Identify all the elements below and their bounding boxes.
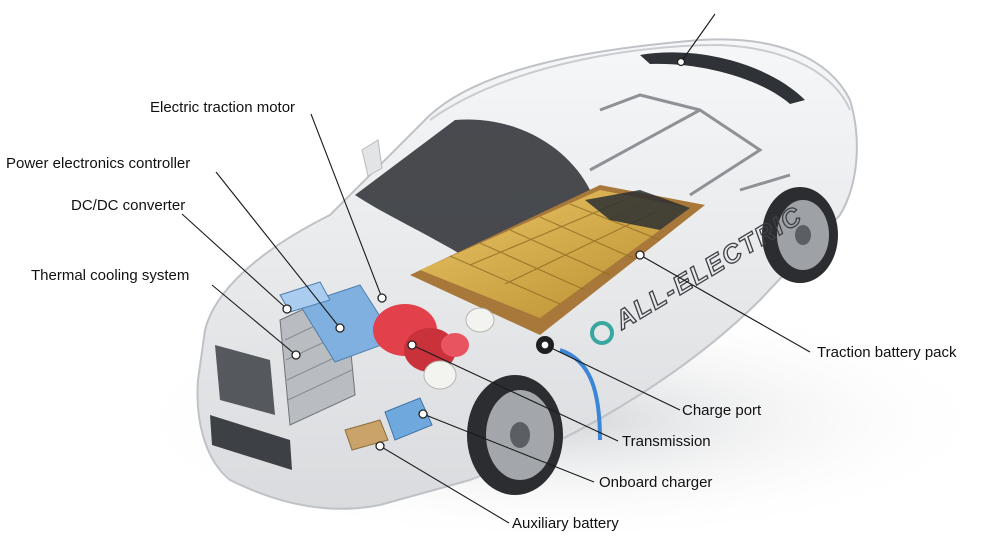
- windshield: [355, 119, 590, 260]
- leader-electric-traction-motor: [310, 113, 383, 299]
- leader-onboard-charger: [422, 413, 595, 483]
- rear-wheel: [762, 187, 838, 283]
- battery-pack: [410, 185, 705, 335]
- chassis-frame: [589, 93, 791, 197]
- lower-grille: [210, 415, 292, 470]
- anchor-onboard-charger: [418, 409, 428, 419]
- anchor-roof: [676, 57, 686, 67]
- leader-thermal-cooling-system: [211, 284, 297, 356]
- leader-power-electronics-controller: [215, 171, 341, 329]
- side-mirror: [361, 139, 383, 177]
- leader-transmission: [411, 344, 619, 442]
- label-auxiliary-battery: Auxiliary battery: [512, 515, 619, 532]
- front-wheel: [467, 375, 563, 495]
- leader-roof: [680, 13, 716, 63]
- leader-lines: [181, 13, 811, 524]
- anchor-traction-battery-pack: [635, 250, 645, 260]
- front-grille: [215, 345, 275, 415]
- anchor-dots: [282, 57, 686, 451]
- label-dc-dc-converter: DC/DC converter: [71, 197, 186, 214]
- rear-window: [640, 52, 805, 104]
- label-thermal-cooling-system: Thermal cooling system: [31, 267, 190, 284]
- onboard-charger-unit: [384, 397, 433, 441]
- anchor-power-electronics-controller: [335, 323, 345, 333]
- charge-cable: [559, 348, 602, 441]
- label-charge-port: Charge port: [682, 402, 762, 419]
- coolant-reservoir: [465, 307, 495, 333]
- anchor-charge-port: [540, 340, 550, 350]
- fluid-reservoir: [423, 360, 457, 390]
- greenhouse: [429, 43, 851, 121]
- anchor-transmission: [407, 340, 417, 350]
- leader-auxiliary-battery: [379, 445, 510, 524]
- anchor-dc-dc-converter: [282, 304, 292, 314]
- anchor-auxiliary-battery: [375, 441, 385, 451]
- leader-dc-dc-converter: [181, 213, 288, 310]
- label-onboard-charger: Onboard charger: [599, 474, 713, 491]
- label-traction-battery-pack: Traction battery pack: [817, 344, 957, 361]
- label-transmission: Transmission: [622, 433, 711, 450]
- label-power-electronics-controller: Power electronics controller: [6, 155, 191, 172]
- leader-charge-port: [544, 344, 681, 411]
- leader-traction-battery-pack: [639, 254, 811, 353]
- anchor-thermal-cooling-system: [291, 350, 301, 360]
- anchor-electric-traction-motor: [377, 293, 387, 303]
- label-electric-traction-motor: Electric traction motor: [150, 99, 296, 116]
